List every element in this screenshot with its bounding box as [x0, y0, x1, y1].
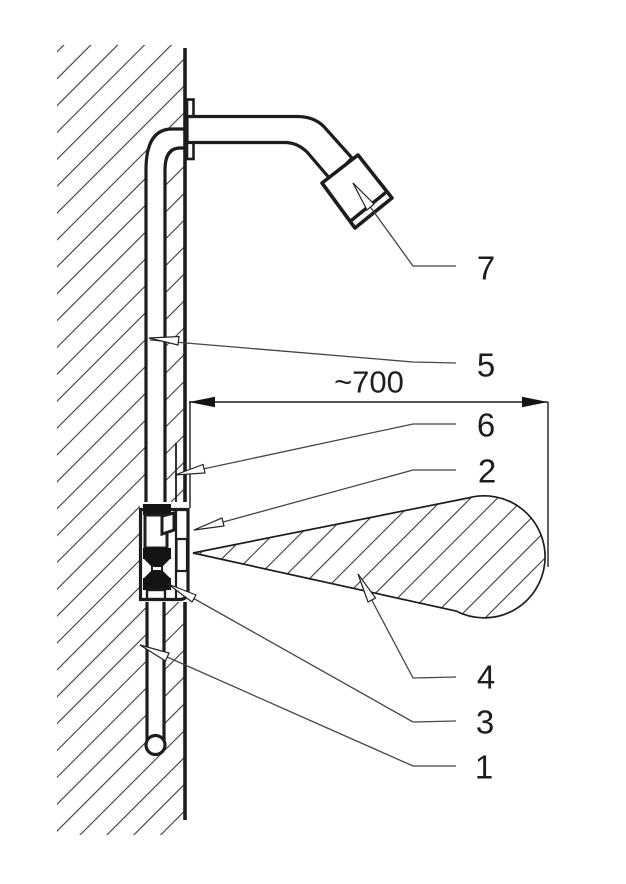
callout-label-3: 3	[476, 704, 494, 741]
arrowhead-2-sensor-window	[193, 517, 225, 531]
arrowhead-6-sensor-cable	[174, 463, 206, 476]
riser-pipe-body	[146, 129, 186, 506]
valve-knob	[160, 511, 176, 537]
dimension-label: ~700	[334, 365, 404, 400]
callout-labels: 7 5 6 2 4 3 1	[475, 250, 496, 786]
leader-5	[149, 339, 457, 364]
leader-4	[357, 573, 457, 679]
leader-1	[139, 644, 456, 767]
fitting-nut-middle	[143, 548, 171, 559]
riser-pipe-inner-line	[163, 146, 186, 506]
shower-arm	[185, 114, 354, 182]
outlet-connector	[145, 588, 167, 601]
riser-pipe-outer-line	[144, 127, 186, 506]
leader-6	[174, 423, 456, 476]
riser-pipe	[144, 127, 186, 506]
supply-pipe-body	[147, 599, 164, 739]
leader-arrowheads	[139, 182, 377, 662]
fitting-nut-top	[143, 504, 171, 515]
leader-lines	[139, 182, 457, 767]
callout-label-7: 7	[477, 250, 495, 287]
leader-3	[167, 583, 457, 723]
solenoid-upper	[144, 559, 170, 567]
arrowhead-4-detection-zone	[357, 573, 377, 603]
pipe-end-cap	[144, 733, 167, 757]
dimension-arrow-right	[522, 396, 548, 408]
callout-label-4: 4	[477, 659, 495, 696]
valve-assembly	[138, 502, 191, 602]
arrowhead-1-supply-pipe	[139, 644, 170, 662]
arrowhead-3-valve-unit	[167, 583, 197, 603]
leader-2	[193, 469, 456, 531]
callout-label-1: 1	[475, 749, 493, 786]
solenoid-lower	[144, 570, 170, 578]
arrowhead-5-riser-pipe	[148, 335, 180, 346]
leader-7	[352, 182, 456, 267]
supply-pipe	[144, 599, 167, 757]
callout-label-6: 6	[477, 407, 495, 444]
callout-label-2: 2	[478, 453, 496, 490]
callout-label-5: 5	[477, 347, 495, 384]
dimension-arrow-left	[189, 396, 215, 408]
dimension-700: ~700	[189, 365, 549, 567]
detection-zone	[192, 495, 546, 619]
sensor-window	[175, 537, 189, 573]
arrowhead-7-shower-head	[352, 182, 375, 211]
fitting-nut-bottom	[143, 578, 171, 590]
